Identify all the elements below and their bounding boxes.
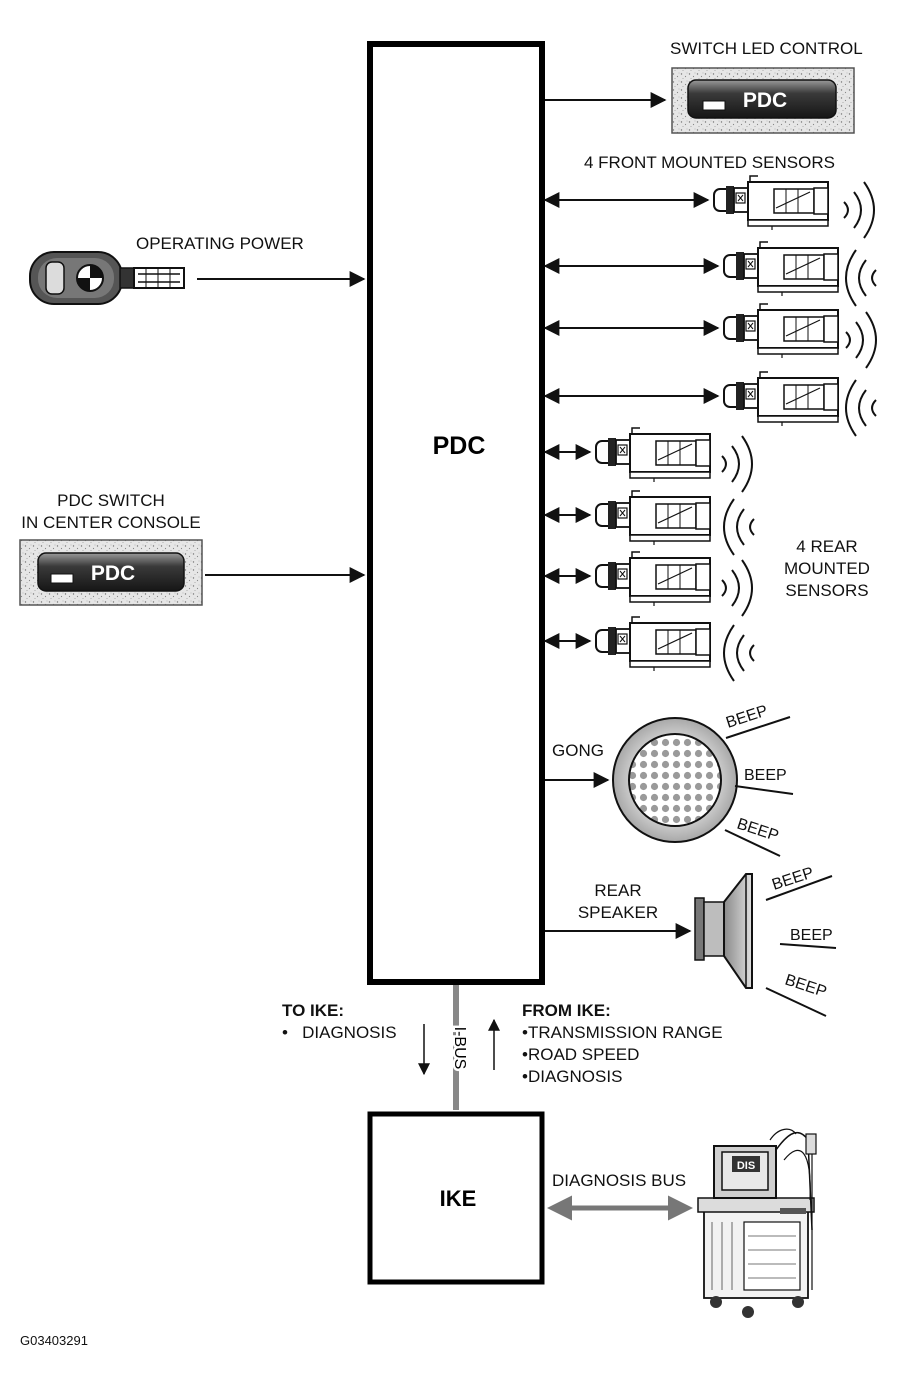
pdc-switch-label: PDC SWITCH IN CENTER CONSOLE — [20, 490, 202, 534]
from-ike-item-2-text: ROAD SPEED — [527, 1045, 640, 1064]
rear-speaker-icon — [694, 873, 753, 989]
console-switch-indicator — [50, 573, 74, 584]
led-switch-button-label: PDC — [743, 89, 787, 112]
led-switch-indicator — [702, 100, 726, 111]
front-sensor-4 — [543, 371, 877, 437]
front-sensor-1 — [543, 175, 875, 239]
dis-tester-icon: DIS — [697, 1128, 817, 1318]
rear-sensors-label-line2: MOUNTED — [784, 559, 870, 578]
rear-sensor-2 — [543, 490, 755, 556]
gong-label: GONG — [552, 741, 604, 760]
switch-led-control-label: SWITCH LED CONTROL — [670, 39, 863, 58]
rear-speaker-label: REAR SPEAKER — [566, 880, 670, 924]
from-ike-item-3-text: DIAGNOSIS — [527, 1067, 623, 1086]
speaker-beep-3: BEEP — [783, 972, 829, 1001]
front-sensor-3 — [543, 303, 877, 369]
front-sensor-2 — [543, 241, 877, 307]
to-ike-item-1: • DIAGNOSIS — [282, 1023, 397, 1042]
from-ike-item-1-text: TRANSMISSION RANGE — [527, 1023, 723, 1042]
dis-screen-label: DIS — [737, 1160, 755, 1172]
gong-beep-2: BEEP — [744, 767, 787, 784]
pdc-module-box — [367, 41, 545, 985]
to-ike-item-1-text: DIAGNOSIS — [302, 1023, 397, 1042]
console-switch-button — [37, 552, 185, 592]
operating-power-label: OPERATING POWER — [136, 234, 304, 253]
to-ike-block: TO IKE: • DIAGNOSIS — [282, 1000, 397, 1044]
console-switch-button-label: PDC — [91, 562, 135, 585]
from-ike-item-1: •TRANSMISSION RANGE — [522, 1023, 723, 1042]
rear-sensor-1 — [543, 427, 753, 493]
from-ike-block: FROM IKE: •TRANSMISSION RANGE •ROAD SPEE… — [522, 1000, 723, 1088]
rear-sensor-3 — [543, 551, 753, 617]
speaker-beep-2: BEEP — [790, 927, 833, 944]
rear-sensor-4 — [543, 616, 755, 682]
from-ike-item-3: •DIAGNOSIS — [522, 1067, 623, 1086]
from-ike-item-2: •ROAD SPEED — [522, 1045, 640, 1064]
gong-beep-3: BEEP — [735, 816, 781, 845]
to-ike-title: TO IKE: — [282, 1001, 345, 1020]
rear-sensors-label: 4 REAR MOUNTED SENSORS — [770, 536, 884, 602]
pdc-switch-label-line1: PDC SWITCH — [57, 491, 165, 510]
rear-speaker-label-line2: SPEAKER — [577, 903, 659, 922]
rear-sensors-label-line3: SENSORS — [785, 581, 869, 600]
gong-beep-1: BEEP — [724, 702, 770, 731]
pdc-module-label: PDC — [433, 432, 486, 460]
front-sensors-label: 4 FRONT MOUNTED SENSORS — [584, 153, 835, 172]
diagnosis-bus-label: DIAGNOSIS BUS — [552, 1171, 687, 1190]
gong-icon — [612, 717, 738, 843]
figure-id-label: G03403291 — [20, 1333, 88, 1348]
ike-module-label: IKE — [440, 1186, 477, 1211]
ibus-label: I-BUS — [451, 1027, 468, 1070]
from-ike-title: FROM IKE: — [522, 1001, 611, 1020]
ike-module-box — [367, 1111, 545, 1285]
pdc-switch-label-line2: IN CENTER CONSOLE — [21, 513, 201, 532]
ignition-key-icon — [29, 251, 185, 305]
rear-sensors-label-line1: 4 REAR — [796, 537, 858, 556]
rear-speaker-label-line1: REAR — [594, 881, 642, 900]
